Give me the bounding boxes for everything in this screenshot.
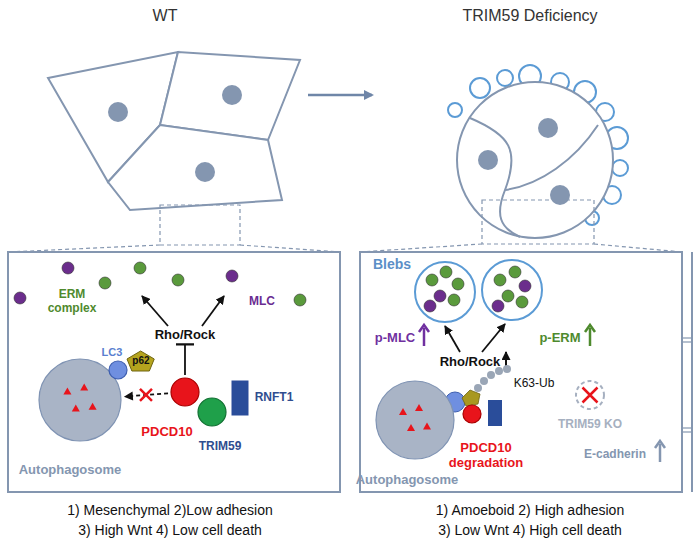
node-text: p62 <box>132 355 149 367</box>
text-label: ERM complex <box>42 288 102 316</box>
text-label: 3) Low Wnt 4) High cell death <box>438 522 622 538</box>
node-text: Autophagosome <box>356 473 459 488</box>
node-text: Rho/Rock <box>440 355 501 370</box>
node-shape <box>575 380 605 410</box>
connector <box>176 344 194 375</box>
connector <box>124 389 168 401</box>
node-shape <box>375 380 455 460</box>
autophagosome: Autophagosome <box>375 380 455 460</box>
pdcd10-protein: PDCD10 <box>170 377 200 407</box>
node-text: TRIM59 KO <box>558 418 622 432</box>
text-label: 1) Mesenchymal 2)Low adhesion <box>67 502 272 518</box>
rnft1-protein: RNFT1 <box>232 381 248 415</box>
text-label: 3) High Wnt 4) Low cell death <box>78 522 262 538</box>
node-shape <box>170 377 200 407</box>
text-label: 1) Amoeboid 2) High adhesion <box>436 502 624 518</box>
wt-cells <box>48 52 300 210</box>
lc3-protein: LC3 <box>108 360 128 380</box>
node-text: PDCD10 <box>141 425 192 440</box>
node-text: PDCD10 degradation <box>446 441 526 471</box>
text-label: Blebs <box>373 256 411 272</box>
p62-protein: p62 <box>127 351 154 371</box>
pathway-label: Rho/Rock <box>155 328 216 343</box>
text-label: TRIM59 Deficiency <box>462 7 597 25</box>
text-label: MLC <box>249 295 275 309</box>
text-label: p-MLC <box>375 331 415 346</box>
text-label: K63-Ub <box>514 377 555 391</box>
node-shape <box>232 381 248 415</box>
node-shape <box>462 404 482 424</box>
text-label: E-cadherin <box>584 448 646 462</box>
trim59-protein: TRIM59 <box>197 397 227 427</box>
node-shape <box>197 397 227 427</box>
node-text: LC3 <box>102 346 123 359</box>
text-label: WT <box>153 7 178 25</box>
knockout-marker: TRIM59 KO <box>575 380 605 410</box>
node-text: TRIM59 <box>199 440 242 454</box>
text-label: p-ERM <box>539 331 580 346</box>
node-text: Autophagosome <box>19 463 122 478</box>
node-text: RNFT1 <box>255 391 294 405</box>
node-shape <box>108 360 128 380</box>
pdcd10-degraded: PDCD10 degradation <box>462 404 482 424</box>
pathway-label: Rho/Rock <box>440 355 501 370</box>
node-text: Rho/Rock <box>155 328 216 343</box>
